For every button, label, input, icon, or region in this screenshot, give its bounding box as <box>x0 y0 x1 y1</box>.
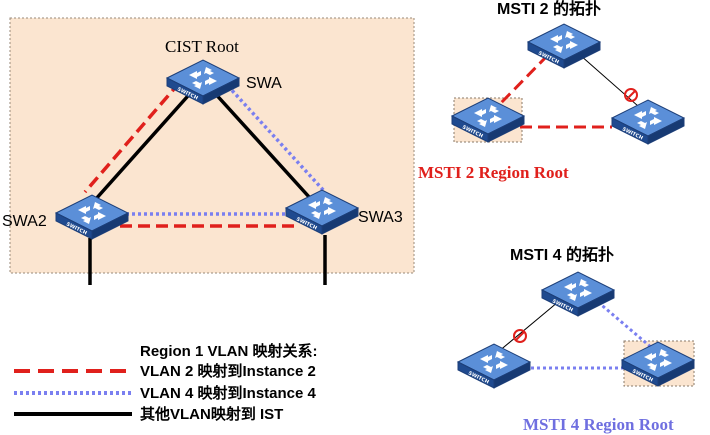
network-switch-icon <box>611 99 685 145</box>
msti4-switch-top: SWITCH <box>541 271 615 317</box>
msti2-switch-right: SWITCH <box>611 99 685 145</box>
network-switch-icon <box>527 23 601 69</box>
link-swa-swa2-vlan2 <box>83 80 182 194</box>
legend-item-ist: 其他VLAN映射到 IST <box>140 405 283 423</box>
legend-item-vlan2: VLAN 2 映射到Instance 2 <box>140 362 316 380</box>
switch-name-swa3: SWA3 <box>358 209 403 226</box>
network-switch-icon <box>457 343 531 389</box>
link-swa-swa3-ist <box>210 88 312 200</box>
msti2-switch-top: SWITCH <box>527 23 601 69</box>
msti4-link-top-left <box>497 301 559 353</box>
msti4-region-root-label: MSTI 4 Region Root <box>523 415 674 434</box>
network-switch-icon <box>541 271 615 317</box>
legend-item-vlan4: VLAN 4 映射到Instance 4 <box>140 384 317 402</box>
msti4-switch-left: SWITCH <box>457 343 531 389</box>
cist-root-label: CIST Root <box>165 37 239 56</box>
msti2-link-top-left <box>496 53 550 108</box>
switch-name-swa: SWA <box>246 75 282 92</box>
switch-name-swa2: SWA2 <box>2 213 47 230</box>
region-1-area <box>9 17 415 274</box>
link-swa-swa2-ist <box>93 86 197 202</box>
msti4-title: MSTI 4 的拓扑 <box>510 245 614 264</box>
blocked-port-icon <box>513 329 527 343</box>
msti2-link-top-right <box>579 54 639 107</box>
msti2-title: MSTI 2 的拓扑 <box>497 0 601 18</box>
legend-title: Region 1 VLAN 映射关系: <box>140 342 318 360</box>
blocked-port-icon <box>624 88 638 102</box>
msti2-region-root-label: MSTI 2 Region Root <box>418 163 569 182</box>
